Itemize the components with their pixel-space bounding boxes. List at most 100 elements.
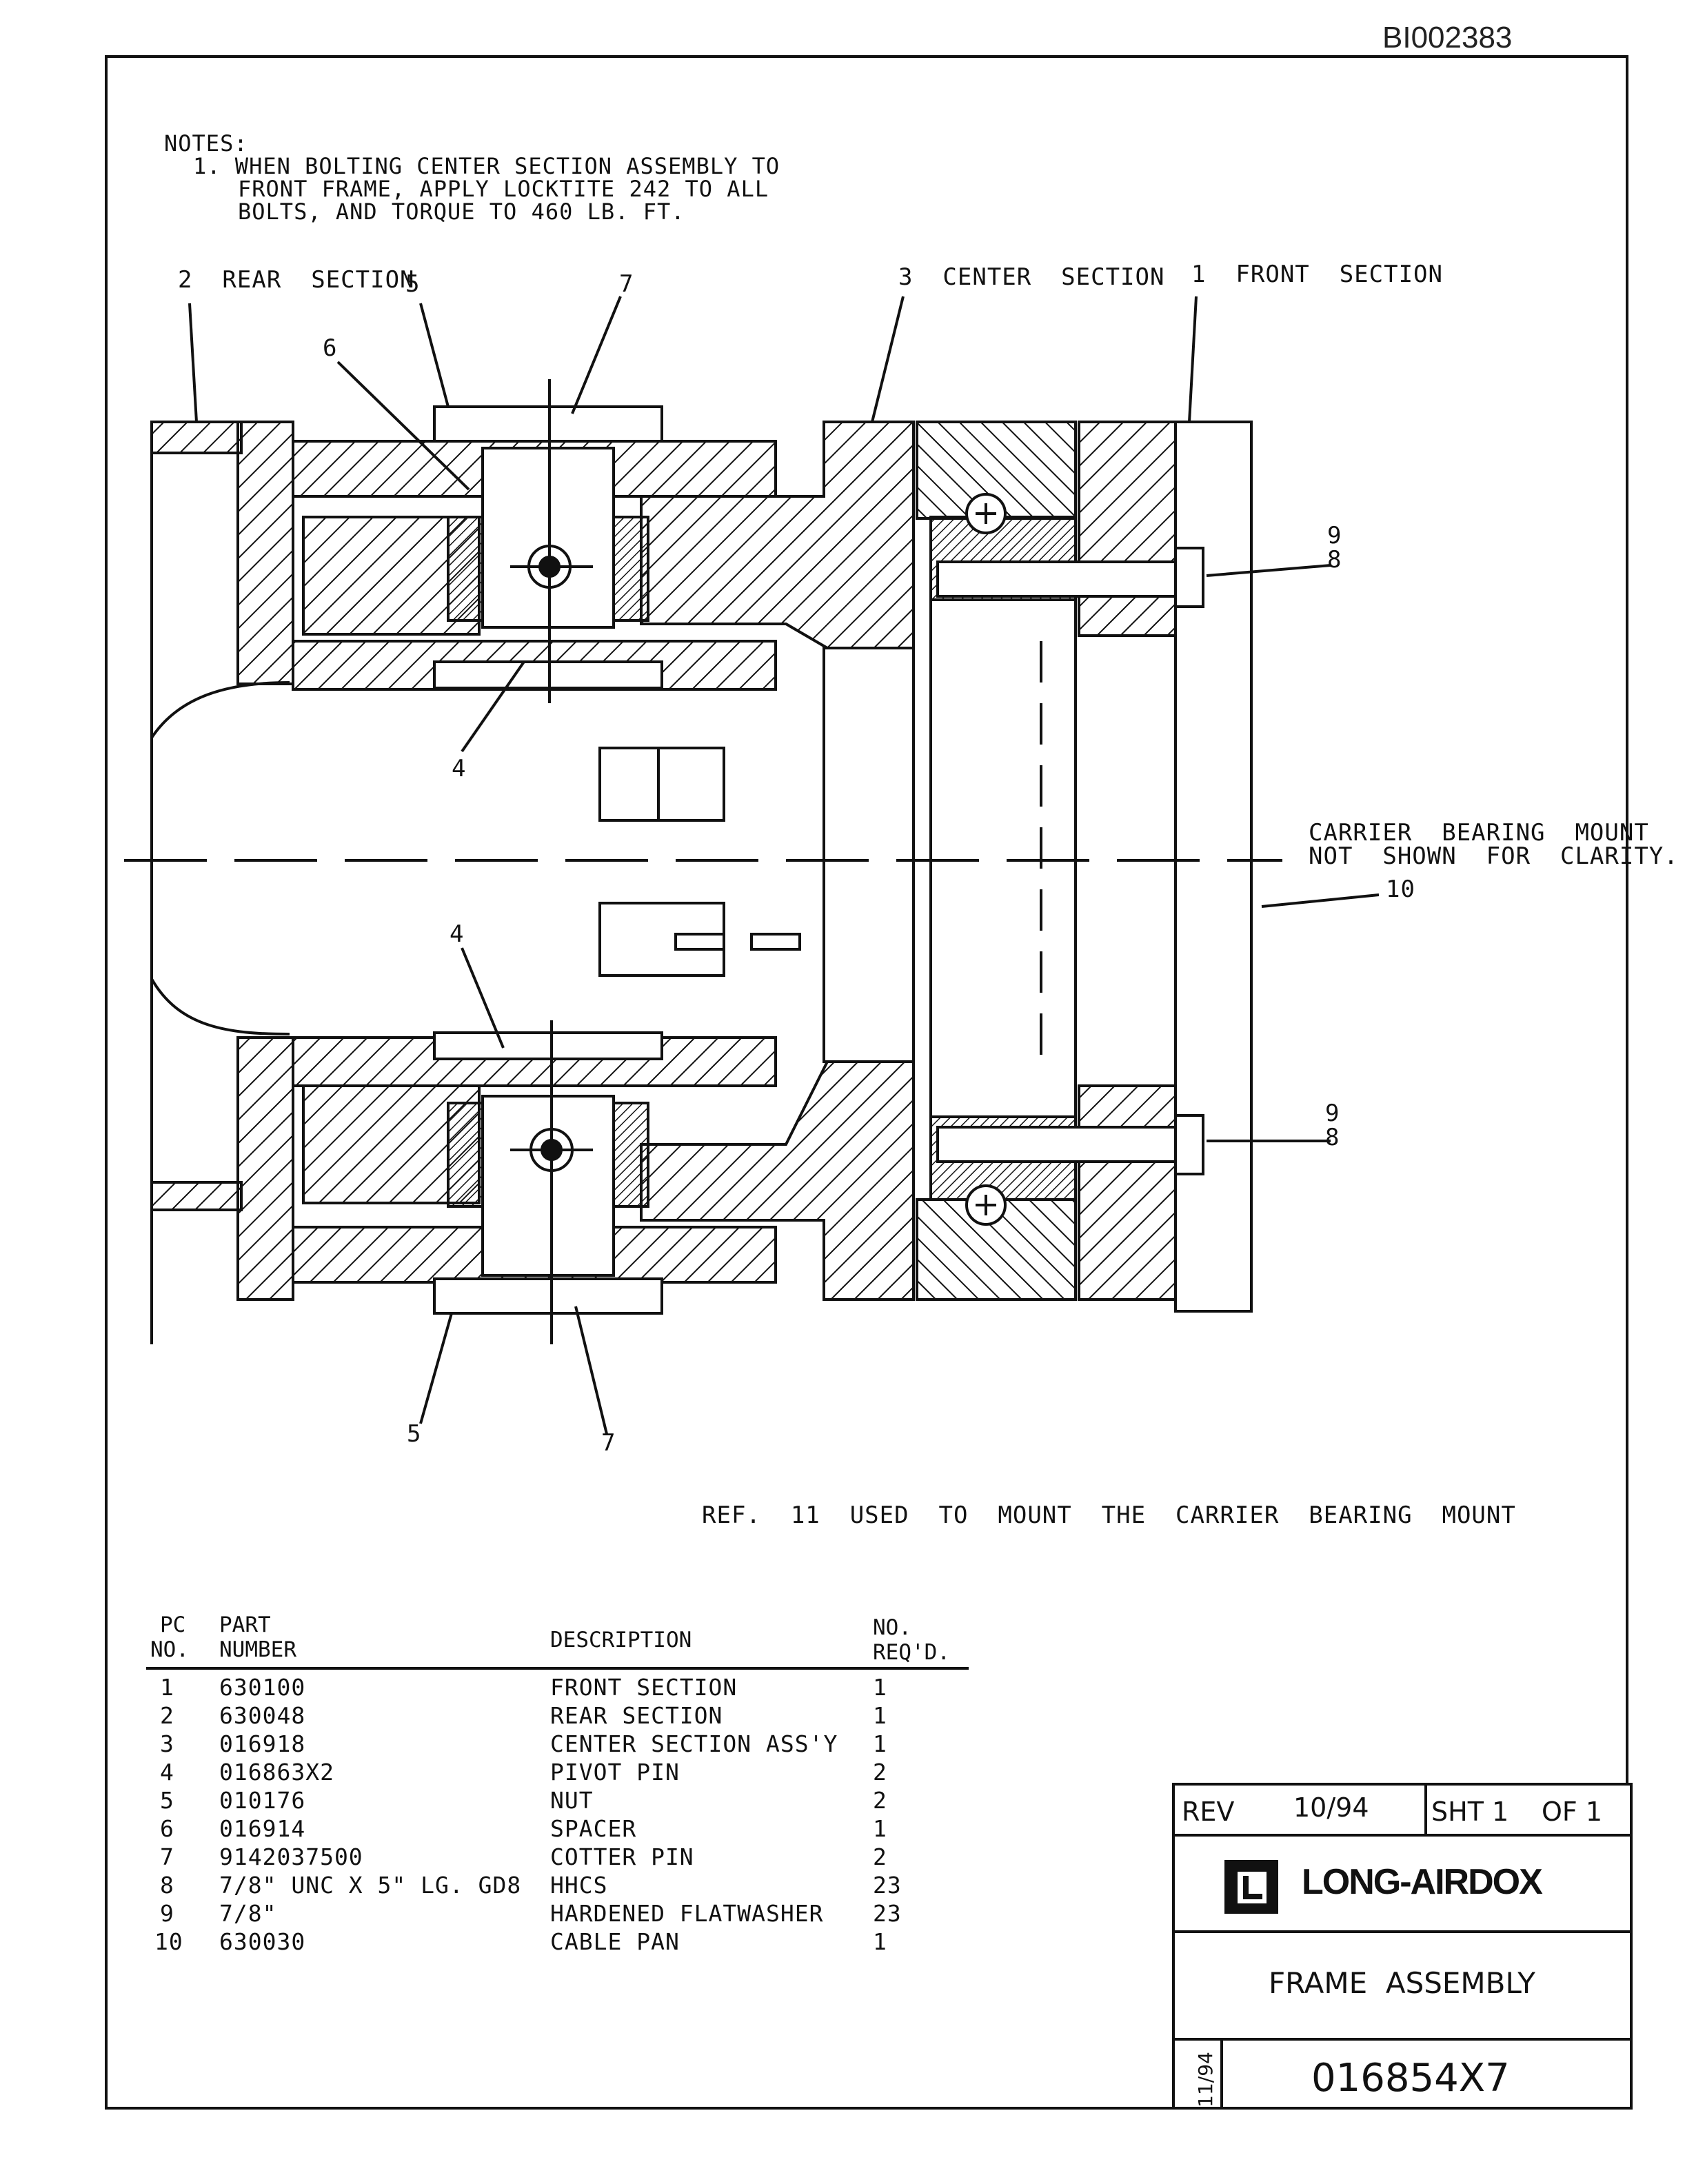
callout-7-top: 7 — [619, 270, 634, 298]
bom-header-part-2: NUMBER — [219, 1637, 296, 1662]
callout-9-top: 9 — [1327, 522, 1342, 549]
bolt-head-bottom — [1174, 1114, 1204, 1175]
bom-cell-qty: 1 — [873, 1928, 887, 1955]
bom-cell-qty: 23 — [873, 1900, 902, 1927]
bom-cell-part: 7/8" — [219, 1900, 277, 1927]
bom-cell-description: REAR SECTION — [550, 1702, 723, 1729]
bom-header-qty-1: NO. — [873, 1615, 911, 1640]
front-section-upper — [1078, 421, 1177, 637]
company-logo-icon — [1224, 1860, 1278, 1914]
bom-cell-part: 016914 — [219, 1815, 306, 1842]
bom-cell-pc: 10 — [154, 1928, 183, 1955]
bom-cell-qty: 1 — [873, 1730, 887, 1757]
note-1-line-3: BOLTS, AND TORQUE TO 460 LB. FT. — [238, 199, 685, 225]
callout-5-bottom: 5 — [407, 1420, 422, 1448]
bottom-nut — [433, 1277, 663, 1315]
bom-header-pc-2: NO. — [150, 1637, 189, 1662]
bom-cell-part: 630030 — [219, 1928, 306, 1955]
bom-cell-part: 016918 — [219, 1730, 306, 1757]
bom-cell-qty: 1 — [873, 1702, 887, 1729]
title-block: REV 10/94 SHT 1 OF 1 LONG-AIRDOX FRAME A… — [1172, 1783, 1633, 2110]
bom-cell-description: FRONT SECTION — [550, 1674, 738, 1701]
note-1-line-2: FRONT FRAME, APPLY LOCKTITE 242 TO ALL — [238, 176, 769, 202]
bom-cell-pc: 7 — [160, 1843, 174, 1870]
bom-cell-description: NUT — [550, 1787, 594, 1814]
bom-cell-pc: 5 — [160, 1787, 174, 1814]
bom-header-description: DESCRIPTION — [550, 1628, 692, 1652]
bom-cell-part: 630048 — [219, 1702, 306, 1729]
bom-cell-qty: 23 — [873, 1872, 902, 1899]
top-spacer-left — [447, 516, 484, 622]
carrier-note-line-1: CARRIER BEARING MOUNT — [1309, 819, 1649, 847]
center-section-body — [823, 647, 915, 1063]
drawing-border — [105, 55, 1628, 2110]
bolt-head-top — [1174, 547, 1204, 608]
bolt-bottom — [936, 1126, 1194, 1163]
bom-cell-description: COTTER PIN — [550, 1843, 694, 1870]
bom-cell-description: CENTER SECTION ASS'Y — [550, 1730, 838, 1757]
rev-date: 10/94 — [1293, 1792, 1369, 1823]
callout-8-bottom: 8 — [1325, 1124, 1340, 1151]
drawing-title: FRAME ASSEMBLY — [1269, 1966, 1535, 2000]
company-name: LONG-AIRDOX — [1302, 1862, 1543, 1902]
bom-header-pc-1: PC — [160, 1612, 186, 1637]
bom-cell-part: 7/8" UNC X 5" LG. GD8 — [219, 1872, 522, 1899]
bom-cell-pc: 2 — [160, 1702, 174, 1729]
bottom-spacer-right — [612, 1102, 649, 1208]
callout-8-top: 8 — [1327, 546, 1342, 574]
callout-10: 10 — [1386, 876, 1415, 903]
bottom-pivot-pin-body — [481, 1095, 615, 1277]
bottom-spacer-left — [447, 1102, 484, 1208]
front-section-lower — [1078, 1084, 1177, 1301]
rear-section-upright-top — [236, 421, 294, 685]
callout-rear-section: 2 REAR SECTION — [178, 266, 415, 294]
bottom-pin-flange — [433, 1031, 663, 1060]
bom-cell-pc: 6 — [160, 1815, 174, 1842]
sheet-of: OF 1 — [1542, 1797, 1603, 1827]
center-section-lower — [640, 1060, 915, 1301]
bom-cell-description: SPACER — [550, 1815, 637, 1842]
callout-4-bottom: 4 — [450, 920, 465, 948]
bom-cell-pc: 8 — [160, 1872, 174, 1899]
note-1-line-1: 1. WHEN BOLTING CENTER SECTION ASSEMBLY … — [193, 153, 780, 179]
bom-header-qty-2: REQ'D. — [873, 1640, 950, 1665]
document-id: BI002383 — [1382, 21, 1513, 54]
carrier-note-line-2: NOT SHOWN FOR CLARITY. — [1309, 842, 1679, 870]
bom-header-part-1: PART — [219, 1612, 271, 1637]
bom-cell-description: HHCS — [550, 1872, 608, 1899]
rev-label: REV — [1182, 1797, 1235, 1827]
bom-cell-pc: 9 — [160, 1900, 174, 1927]
sheet-number: SHT 1 — [1431, 1797, 1509, 1827]
bom-cell-part: 9142037500 — [219, 1843, 363, 1870]
bom-cell-description: PIVOT PIN — [550, 1759, 680, 1786]
bom-cell-pc: 3 — [160, 1730, 174, 1757]
bom-cell-qty: 1 — [873, 1674, 887, 1701]
rear-section-bottom-plate — [150, 1181, 243, 1211]
bom-cell-part: 630100 — [219, 1674, 306, 1701]
rear-section-top-plate — [150, 421, 243, 454]
bom-cell-qty: 1 — [873, 1815, 887, 1842]
callout-front-section: 1 FRONT SECTION — [1191, 261, 1443, 288]
bom-cell-qty: 2 — [873, 1787, 887, 1814]
bom-cell-pc: 4 — [160, 1759, 174, 1786]
bom-cell-qty: 2 — [873, 1759, 887, 1786]
callout-5-top: 5 — [405, 270, 421, 298]
callout-center-section: 3 CENTER SECTION — [898, 263, 1165, 291]
rear-section-upright-bottom — [236, 1036, 294, 1301]
callout-9-bottom: 9 — [1325, 1100, 1340, 1127]
ref-note: REF. 11 USED TO MOUNT THE CARRIER BEARIN… — [702, 1502, 1516, 1529]
callout-6: 6 — [323, 334, 338, 362]
bom-cell-qty: 2 — [873, 1843, 887, 1870]
drawing-number: 016854X7 — [1311, 2056, 1510, 2101]
drawing-date-vertical: 11/94 — [1193, 2052, 1217, 2107]
bolt-top — [936, 560, 1194, 598]
bearing-body — [929, 598, 1077, 1118]
bom-cell-part: 010176 — [219, 1787, 306, 1814]
bom-cell-pc: 1 — [160, 1674, 174, 1701]
bom-cell-description: HARDENED FLATWASHER — [550, 1900, 824, 1927]
bom-cell-part: 016863X2 — [219, 1759, 334, 1786]
bom-cell-description: CABLE PAN — [550, 1928, 680, 1955]
notes-heading: NOTES: — [164, 130, 248, 156]
callout-7-bottom: 7 — [601, 1429, 616, 1457]
